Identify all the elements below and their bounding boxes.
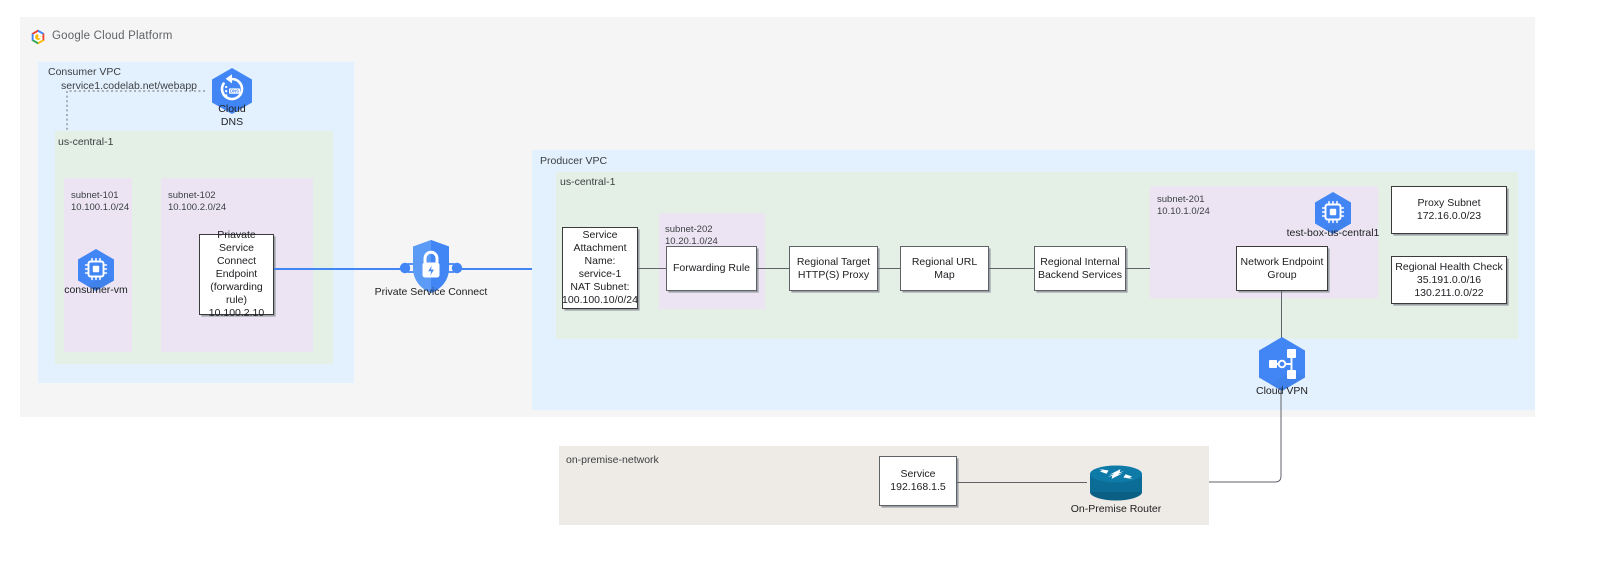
on-premise-network-label: on-premise-network	[566, 454, 659, 466]
svg-text:DNS: DNS	[230, 89, 239, 94]
psc-endpoint-line3: (forwarding rule)	[210, 281, 263, 306]
google-cloud-platform-logo	[29, 28, 47, 46]
subnet-201-info: subnet-201 10.10.1.0/24	[1157, 194, 1210, 218]
on-premise-service-box[interactable]: Service 192.168.1.5	[879, 456, 957, 506]
psc-endpoint-line1: Priavate Service	[217, 229, 256, 254]
subnet-102-info: subnet-102 10.100.2.0/24	[168, 190, 226, 214]
neg-line2: Group	[1267, 268, 1297, 281]
link-urlmap-to-backend	[989, 268, 1034, 269]
proxy-subnet-line1: Proxy Subnet	[1417, 197, 1481, 209]
on-premise-service-line2: 192.168.1.5	[890, 481, 946, 493]
subnet-102-cidr: 10.100.2.0/24	[168, 202, 227, 213]
proxy-subnet-line2: 172.16.0.0/23	[1416, 210, 1482, 222]
service-attachment-box[interactable]: Service Attachment Name: service-1 NAT S…	[562, 227, 638, 309]
cloud-dns-icon: DNS	[210, 67, 254, 115]
producer-vpc-label: Producer VPC	[540, 155, 608, 167]
on-premise-router-icon	[1086, 462, 1146, 504]
service-attachment-line1: Service	[582, 229, 618, 241]
test-box-vm-icon	[1313, 191, 1353, 235]
subnet-102-name: subnet-102	[168, 190, 216, 201]
cloud-dns-label-line1: Cloud	[218, 103, 246, 115]
on-premise-router-label: On-Premise Router	[1070, 503, 1162, 515]
psc-endpoint-box[interactable]: Priavate Service Connect Endpoint (forwa…	[199, 229, 274, 319]
subnet-101-name: subnet-101	[71, 190, 119, 201]
cloud-dns-label-line2: DNS	[220, 116, 244, 128]
neg-line1: Network Endpoint	[1240, 255, 1324, 268]
private-service-connect-label: Private Service Connect	[374, 286, 488, 298]
subnet-101-info: subnet-101 10.100.1.0/24	[71, 190, 129, 214]
subnet-201-cidr: 10.10.1.0/24	[1157, 206, 1210, 217]
link-service-to-router	[957, 482, 1087, 483]
regional-health-check-box[interactable]: Regional Health Check 35.191.0.0/16 130.…	[1391, 256, 1507, 304]
consumer-vpc-label: Consumer VPC	[48, 66, 121, 78]
target-proxy-line1: Regional Target	[796, 255, 871, 268]
link-proxy-to-urlmap	[878, 268, 900, 269]
service-attachment-line3: Name: service-1	[578, 255, 622, 280]
health-check-line1: Regional Health Check	[1395, 260, 1503, 273]
health-check-line2: 35.191.0.0/16	[1416, 273, 1482, 286]
cloud-vpn-label: Cloud VPN	[1256, 385, 1308, 397]
regional-target-proxy-box[interactable]: Regional Target HTTP(S) Proxy	[789, 246, 878, 291]
on-premise-service-line1: Service	[900, 468, 936, 480]
psc-link-right	[452, 268, 562, 270]
health-check-line3: 130.211.0.0/22	[1414, 286, 1484, 299]
test-box-label: test-box-us-central1	[1286, 227, 1380, 239]
consumer-vm-label: consumer-vm	[64, 284, 128, 296]
psc-endpoint-line4: 10.100.2.10	[208, 307, 265, 319]
backend-services-line2: Backend Services	[1037, 268, 1123, 281]
dns-record-label: service1.codelab.net/webapp	[61, 80, 198, 92]
dns-resolution-path	[55, 86, 215, 282]
producer-region-label: us-central-1	[560, 176, 616, 188]
consumer-region-label: us-central-1	[58, 136, 114, 148]
regional-url-map-box[interactable]: Regional URL Map	[900, 246, 989, 291]
subnet-202-info: subnet-202 10.20.1.0/24	[665, 224, 718, 248]
link-neg-to-vpn	[1281, 291, 1282, 341]
regional-backend-services-box[interactable]: Regional Internal Backend Services	[1034, 246, 1126, 291]
service-attachment-line6: 100.100.10/0/24	[562, 294, 638, 306]
service-attachment-line2: Attachment	[573, 242, 627, 254]
service-attachment-line5: NAT Subnet:	[570, 281, 630, 293]
cloud-dns-label: Cloud DNS	[195, 103, 269, 129]
network-endpoint-group-box[interactable]: Network Endpoint Group	[1236, 246, 1328, 291]
link-vpn-to-onprem-router	[1140, 380, 1290, 488]
psc-endpoint-line2: Connect Endpoint	[215, 255, 258, 280]
cloud-vpn-icon	[1256, 336, 1308, 392]
compute-engine-vm-icon	[76, 248, 116, 292]
forwarding-rule-box[interactable]: Forwarding Rule	[666, 246, 757, 291]
subnet-101-cidr: 10.100.1.0/24	[71, 202, 130, 213]
subnet-202-name: subnet-202	[665, 224, 713, 235]
psc-link-left	[274, 268, 410, 270]
link-sa-to-fr	[638, 268, 666, 269]
link-fr-to-proxy	[757, 268, 789, 269]
page-title: Google Cloud Platform	[52, 30, 173, 42]
private-service-connect-shield-lock-icon	[392, 238, 470, 300]
backend-services-line1: Regional Internal	[1040, 255, 1120, 268]
subnet-201-name: subnet-201	[1157, 194, 1205, 205]
proxy-subnet-box[interactable]: Proxy Subnet 172.16.0.0/23	[1391, 186, 1507, 234]
target-proxy-line2: HTTP(S) Proxy	[797, 268, 870, 281]
subnet-202-cidr: 10.20.1.0/24	[665, 236, 718, 247]
